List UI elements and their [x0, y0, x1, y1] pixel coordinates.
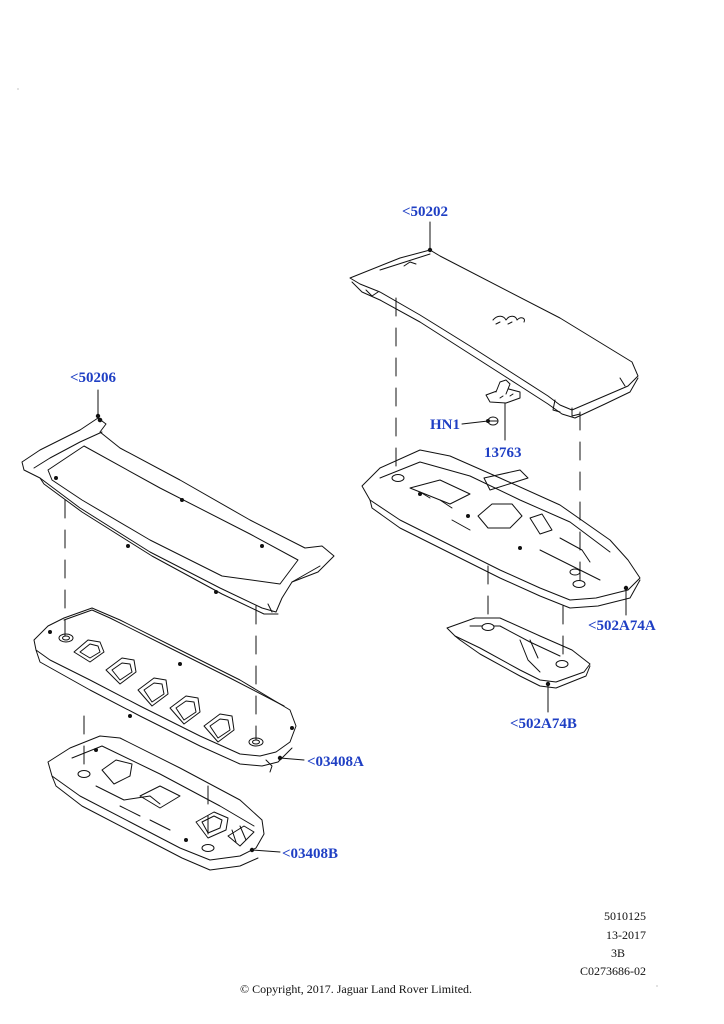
leader-03408a [279, 757, 305, 761]
leader-dot-03408b [249, 847, 255, 853]
callout-hn1[interactable]: HN1 [430, 417, 460, 433]
copyright-notice: © Copyright, 2017. Jaguar Land Rover Lim… [239, 982, 473, 996]
leader-dot-hn1 [486, 419, 490, 423]
speck [17, 88, 19, 90]
reference-illustration-id: C0273686-02 [580, 964, 646, 978]
reference-code: 5010125 [604, 909, 646, 923]
part-502a74a-floor-panel[interactable] [362, 450, 640, 608]
reference-revision: 3B [610, 946, 625, 960]
part-50202-parcel-shelf-trim[interactable] [350, 250, 638, 418]
callout-03408b[interactable]: <03408B [282, 846, 339, 862]
part-502a74b-bracket[interactable] [447, 618, 590, 688]
callout-50202[interactable]: <50202 [402, 204, 449, 220]
leader-dot-50202 [427, 247, 433, 253]
leader-dot-502a74b [545, 681, 551, 687]
callout-502a74a[interactable]: <502A74A [588, 618, 656, 634]
leader-dot-03408a [277, 755, 283, 761]
callout-03408a[interactable]: <03408A [307, 754, 364, 770]
callout-13763[interactable]: 13763 [484, 445, 522, 461]
part-hn1-fastener[interactable] [488, 417, 498, 425]
part-03408a-speaker-panel[interactable] [34, 608, 296, 772]
part-03408b-lower-panel[interactable] [48, 736, 264, 870]
reference-date: 13-2017 [606, 928, 646, 942]
speck [656, 985, 658, 987]
part-50206-parcel-shelf-cover[interactable] [22, 418, 334, 614]
leader-hn1 [461, 420, 489, 425]
leader-dot-502a74a [623, 585, 629, 591]
callout-50206[interactable]: <50206 [70, 370, 117, 386]
alignment-lines [64, 297, 581, 847]
leader-03408b [251, 849, 281, 853]
callout-502a74b[interactable]: <502A74B [510, 716, 577, 732]
part-13763-clip[interactable] [486, 380, 520, 403]
leader-dot-50206 [95, 413, 101, 419]
